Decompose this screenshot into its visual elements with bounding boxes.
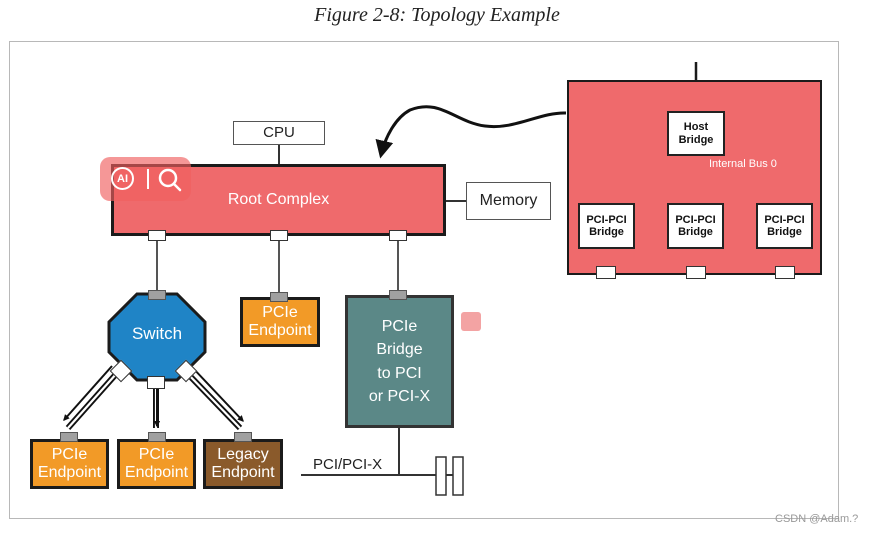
bridge-line-4: or PCI-X [368, 387, 431, 405]
pcie-endpoint-left: PCIe Endpoint [30, 439, 109, 489]
pcie-endpoint-center: PCIe Endpoint [117, 439, 196, 489]
switch-up-port [148, 290, 166, 300]
memory-box: Memory [466, 182, 551, 220]
pci-bridge-line-1: PCI-PCI [675, 213, 716, 226]
endpoint-line-1: PCIe [262, 304, 298, 322]
switch-shape [107, 292, 207, 382]
endpoint-line-2: Endpoint [124, 464, 189, 481]
bridge-line-2: Bridge [376, 341, 423, 359]
endpoint-center-port [148, 432, 166, 442]
small-red-marker [461, 312, 481, 331]
pcie-endpoint-middle: PCIe Endpoint [240, 297, 320, 347]
pci-bridge-line-2: Bridge [678, 226, 713, 238]
legacy-endpoint-port [234, 432, 252, 442]
endpoint-line-2: Endpoint [37, 464, 102, 481]
root-port-2 [270, 230, 288, 241]
pci-bridge-line-1: PCI-PCI [586, 213, 627, 226]
endpoint-line-1: PCIe [51, 446, 88, 464]
endpoint-line-1: PCIe [138, 446, 175, 464]
pci-bridge-line-1: PCI-PCI [764, 213, 805, 226]
pcie-bridge-to-pci: PCIe Bridge to PCI or PCI-X [345, 295, 454, 428]
host-bridge-line-2: Bridge [678, 133, 714, 146]
switch-down-port-center [147, 376, 165, 389]
root-port-3 [389, 230, 407, 241]
detail-port-3 [775, 266, 795, 279]
pci-pci-bridge-3: PCI-PCI Bridge [756, 203, 813, 249]
watermark: CSDN @Adam.? [775, 513, 859, 525]
pci-bridge-line-2: Bridge [589, 226, 624, 238]
cpu-box: CPU [233, 121, 325, 145]
pci-pci-bridge-2: PCI-PCI Bridge [667, 203, 724, 249]
search-icon[interactable] [157, 167, 183, 193]
ai-overlay-toolbar[interactable]: AI [100, 157, 191, 201]
bridge-up-port [389, 290, 407, 300]
bridge-line-1: PCIe [381, 318, 418, 336]
pci-pci-bridge-1: PCI-PCI Bridge [578, 203, 635, 249]
bridge-line-3: to PCI [377, 364, 422, 382]
toolbar-divider [147, 169, 149, 189]
legacy-line-1: Legacy [217, 446, 269, 464]
legacy-line-2: Endpoint [211, 464, 275, 481]
root-port-1 [148, 230, 166, 241]
ai-icon[interactable]: AI [111, 167, 134, 190]
detail-port-2 [686, 266, 706, 279]
host-bridge: Host Bridge [667, 111, 725, 156]
host-bridge-line-1: Host [683, 121, 709, 134]
endpoint-middle-port [270, 292, 288, 302]
internal-bus-label: Internal Bus 0 [709, 158, 777, 170]
endpoint-left-port [60, 432, 78, 442]
detail-port-1 [596, 266, 616, 279]
switch-label: Switch [131, 324, 183, 343]
legacy-endpoint: Legacy Endpoint [203, 439, 283, 489]
endpoint-line-2: Endpoint [248, 322, 312, 339]
pci-bridge-line-2: Bridge [767, 226, 802, 238]
pci-bus-label: PCI/PCI-X [313, 456, 383, 473]
figure-caption: Figure 2-8: Topology Example [314, 4, 560, 26]
